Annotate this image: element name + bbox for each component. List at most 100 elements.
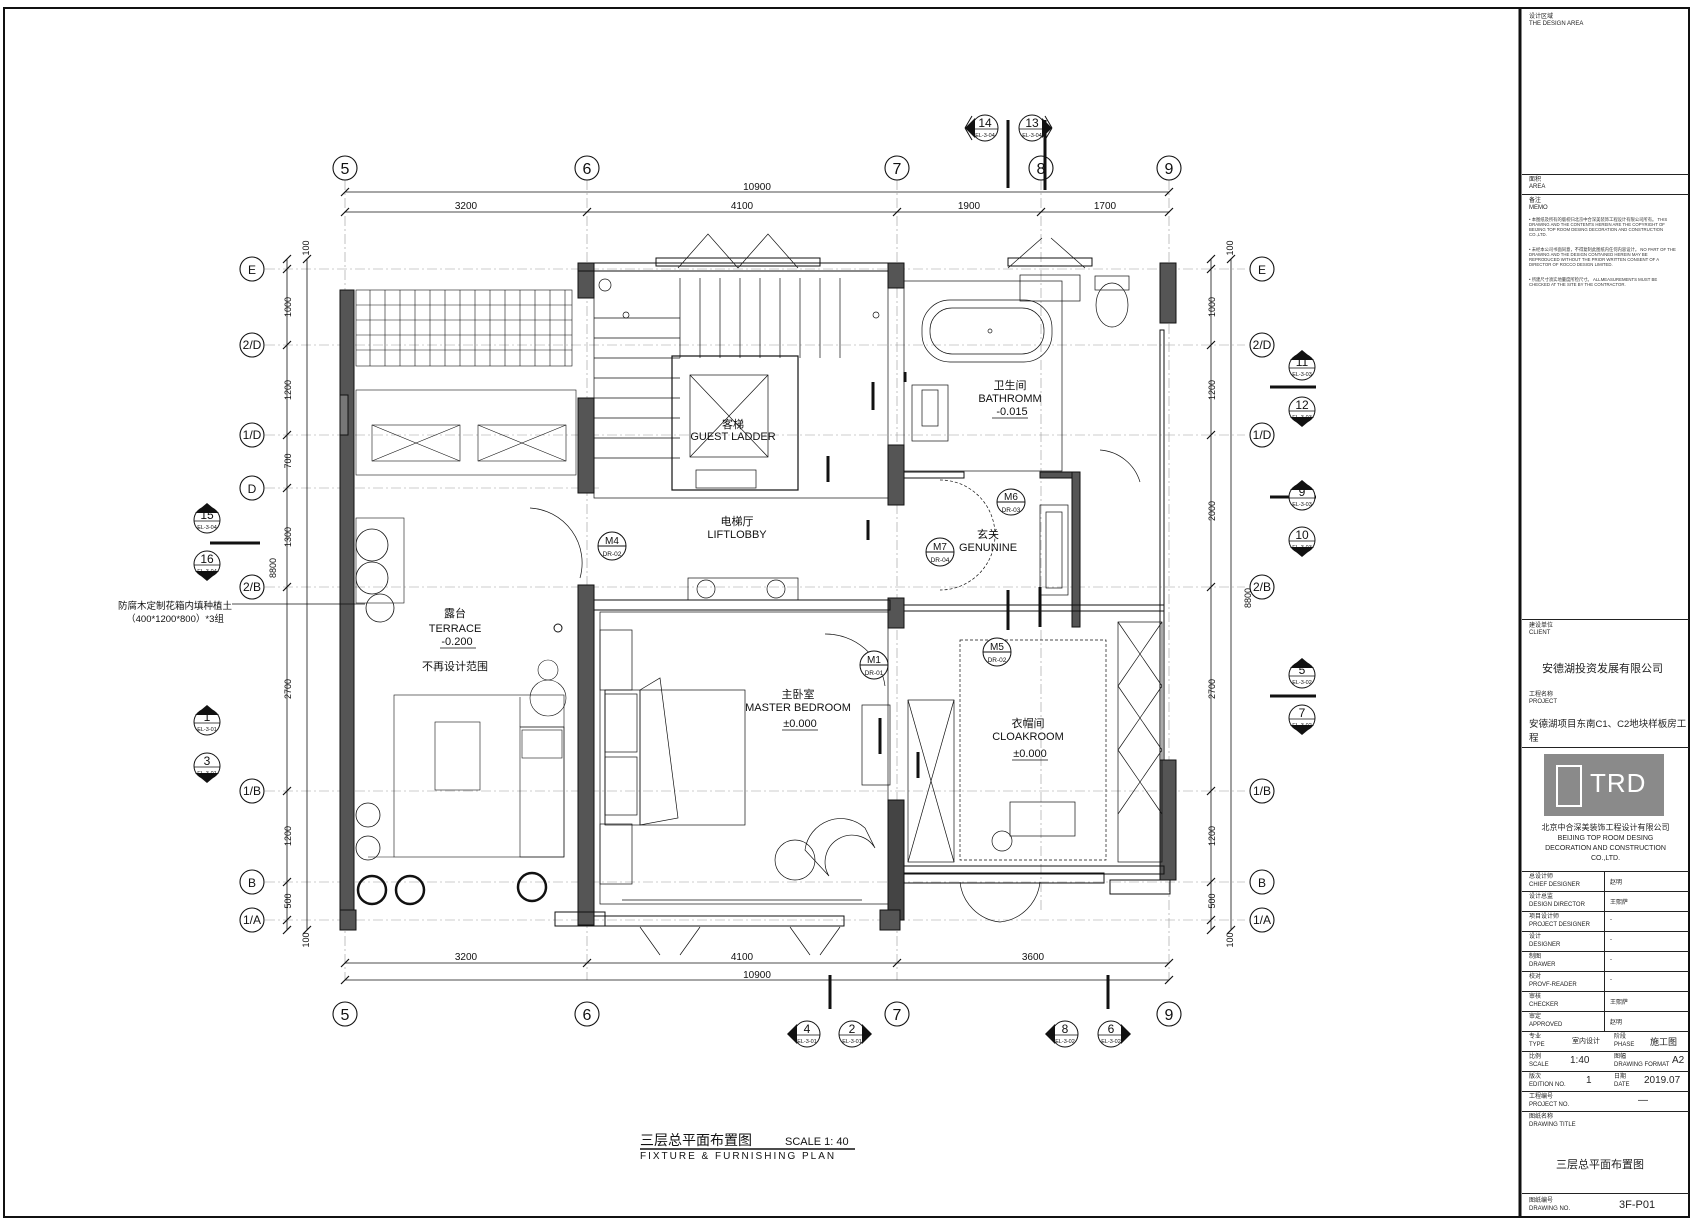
master-bedroom-cn: 主卧室 [782, 687, 815, 701]
door-m7: M7 [933, 542, 947, 553]
row-2d-right: 2/D [1253, 338, 1272, 352]
door-m7-spec: DR-04 [931, 557, 950, 564]
role-name: 赵明 [1610, 1020, 1623, 1026]
sheet-border [3, 7, 1690, 1218]
role-en: CHIEF DESIGNER [1529, 882, 1581, 888]
master-bedroom-level: ±0.000 [783, 718, 817, 730]
callout-14: 14 [978, 116, 992, 130]
edition-en: EDITION NO. [1529, 1082, 1566, 1088]
callout-12: 12 [1295, 398, 1309, 412]
terrace-deck [355, 289, 577, 858]
genunine-en: GENUNINE [959, 542, 1017, 554]
bathroom-fixtures [903, 274, 1130, 472]
scale-cn: 比例 [1529, 1054, 1542, 1060]
project-no-cn: 工程编号 [1529, 1094, 1554, 1100]
callout-13-ref: EL-3-04 [1022, 133, 1042, 139]
callout-7-ref: EL-3-02 [1292, 723, 1312, 729]
format-cn: 图幅 [1614, 1054, 1627, 1060]
role-en: PROVF-READER [1529, 982, 1577, 988]
master-bedroom-en: MASTER BEDROOM [745, 702, 851, 714]
door-m4-spec: DR-02 [603, 551, 622, 558]
grid-bubbles [239, 155, 1275, 1027]
callout-1: 1 [204, 710, 211, 724]
row-1a-left: 1/A [243, 913, 261, 927]
memo-cn: 备注 [1529, 198, 1542, 204]
col-9-top: 9 [1165, 161, 1174, 178]
dim-top-4: 1700 [1094, 201, 1117, 212]
callout-7: 7 [1299, 706, 1306, 720]
col-6-top: 6 [583, 161, 592, 178]
callout-pointers [195, 118, 1314, 1044]
logo-mark-icon [1556, 765, 1582, 807]
callout-symbols [193, 114, 1316, 1048]
callout-3: 3 [204, 754, 211, 768]
level-underlines [440, 417, 1048, 761]
project-no-en: PROJECT NO. [1529, 1102, 1570, 1108]
role-en: DRAWER [1529, 962, 1556, 968]
dimension-lines [286, 191, 1232, 981]
role-cn: 审核 [1529, 994, 1542, 1000]
date-en: DATE [1614, 1082, 1630, 1088]
row-2b-right: 2/B [1253, 580, 1271, 594]
row-b-left: B [248, 876, 256, 890]
guest-ladder-cn: 客梯 [722, 417, 744, 431]
dim-right-2: 1200 [1207, 380, 1217, 400]
role-name: - [1610, 937, 1612, 943]
dim-bottom-2: 4100 [731, 952, 754, 963]
door-m1: M1 [867, 655, 881, 666]
dim-left-3: 700 [283, 453, 293, 468]
drawing-title-value: 三层总平面布置图 [1556, 1159, 1644, 1171]
bathroom-cn: 卫生间 [994, 378, 1027, 392]
callout-6: 6 [1108, 1022, 1115, 1036]
dim-right-4: 2700 [1207, 679, 1217, 699]
edition-value: 1 [1586, 1075, 1592, 1086]
callout-11: 11 [1296, 355, 1309, 369]
project-en: PROJECT [1529, 699, 1558, 705]
role-cn: 设计 [1529, 934, 1542, 940]
dim-right-6: 500 [1207, 893, 1217, 908]
drawing-no-cn: 图纸编号 [1529, 1198, 1554, 1204]
role-cn: 设计总监 [1529, 894, 1554, 900]
role-name: - [1610, 957, 1612, 963]
row-e-left: E [248, 263, 256, 277]
door-swings [529, 233, 1141, 956]
genunine-cn: 玄关 [977, 527, 999, 541]
stair-lift [593, 270, 889, 601]
project-no-value: — [1638, 1095, 1648, 1106]
dim-top-1: 3200 [455, 201, 478, 212]
grid-lines [265, 180, 1245, 980]
dim-bottom-1: 3200 [455, 952, 478, 963]
phase-value: 施工图 [1650, 1037, 1678, 1047]
dim-left-6: 1200 [283, 826, 293, 846]
col-9-bottom: 9 [1165, 1007, 1174, 1024]
terrace-label-en: TERRACE [429, 623, 482, 635]
windows [593, 257, 1105, 927]
dim-top-total: 10900 [743, 182, 771, 193]
callout-4-ref: EL-3-01 [797, 1039, 817, 1045]
role-en: APPROVED [1529, 1022, 1563, 1028]
dim-right-5: 1200 [1207, 826, 1217, 846]
col-6-bottom: 6 [583, 1007, 592, 1024]
row-2d-left: 2/D [243, 338, 262, 352]
phase-cn: 阶段 [1614, 1034, 1627, 1040]
planter-shrubs [355, 528, 548, 906]
area-cn: 面积 [1529, 177, 1542, 183]
dim-right-total: 8800 [1243, 588, 1253, 608]
memo-note-2: • 未经本公司书面同意，不得复制此图纸内任何内容设计。 NO PART OF T… [1529, 247, 1676, 267]
door-m4: M4 [605, 536, 619, 547]
dim-left-0: 100 [301, 240, 311, 255]
drawing-title-label-en: DRAWING TITLE [1529, 1122, 1576, 1128]
callout-13: 13 [1025, 116, 1039, 130]
role-cn: 校对 [1529, 974, 1542, 980]
walls [339, 262, 1177, 931]
client-cn: 建设单位 [1529, 623, 1554, 629]
col-5-bottom: 5 [341, 1007, 350, 1024]
title-block: 设计区域 THE DESIGN AREA 面积 AREA 备注 MEMO • 本… [1522, 10, 1689, 1217]
